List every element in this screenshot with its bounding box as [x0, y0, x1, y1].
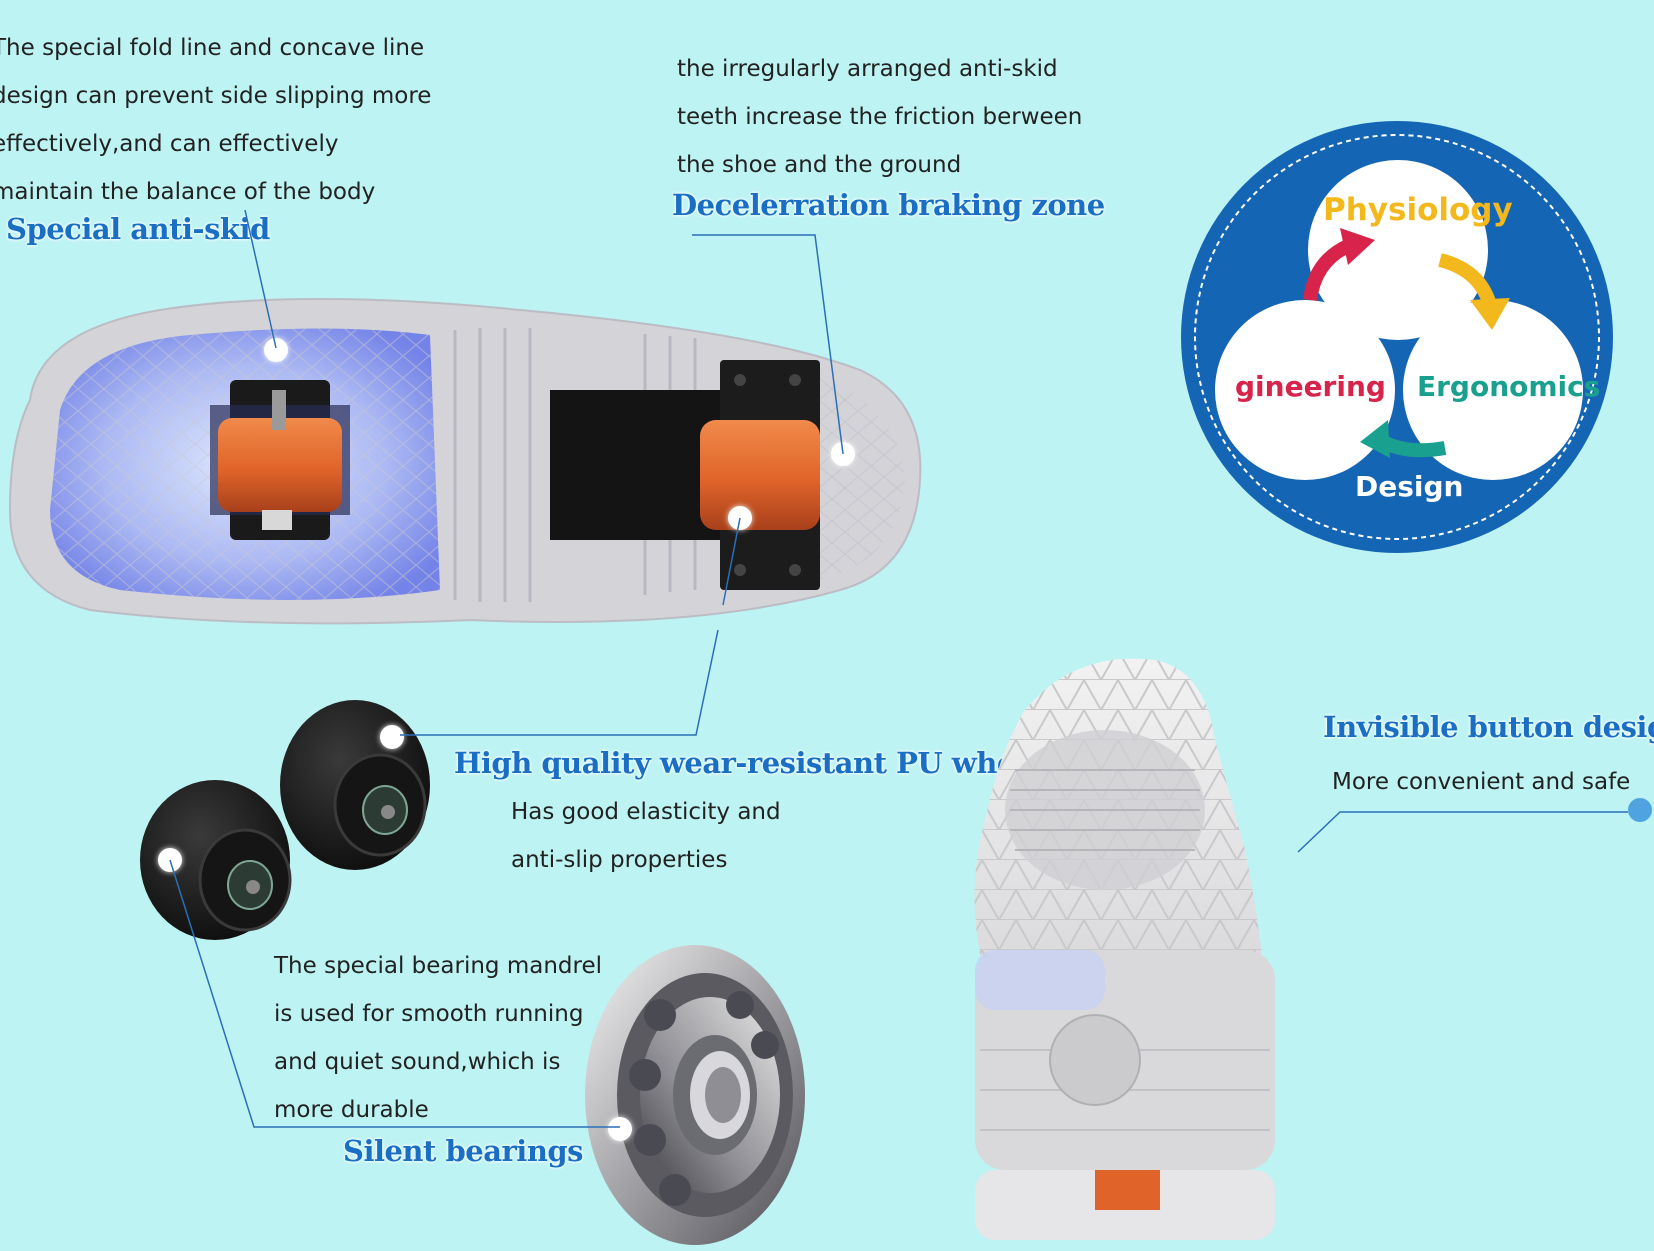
diagram-disc: [1181, 121, 1613, 553]
anti-skid-description: The special fold line and concave line d…: [0, 24, 431, 216]
bearings-line-3: and quiet sound,which is: [274, 1049, 561, 1075]
braking-description: the irregularly arranged anti-skid teeth…: [677, 45, 1082, 189]
pu-wheel-line-1: Has good elasticity and: [511, 799, 781, 825]
bearings-line-2: is used for smooth running: [274, 1001, 584, 1027]
pu-wheels-illustration: [140, 700, 430, 940]
pu-wheel-line-2: anti-slip properties: [511, 847, 728, 873]
diagram-top-label: Physiology: [1323, 192, 1513, 228]
design-diagram: Physiology gineering Ergonomics Design: [1180, 120, 1615, 555]
shoe-sole-illustration: [8, 298, 922, 625]
pu-wheel-marker: [380, 725, 404, 749]
pu-wheel-heading: High quality wear-resistant PU wheel: [454, 746, 1044, 780]
button-description: More convenient and safe: [1332, 769, 1631, 795]
anti-skid-line-4: maintain the balance of the body: [0, 179, 376, 205]
button-heading: Invisible button design: [1323, 710, 1654, 744]
anti-skid-line-3: effectively,and can effectively: [0, 131, 339, 157]
anti-skid-marker: [264, 338, 288, 362]
bearings-heading: Silent bearings: [343, 1134, 584, 1168]
anti-skid-line-1: The special fold line and concave line: [0, 35, 425, 61]
braking-line-2: teeth increase the friction berween: [677, 104, 1083, 130]
braking-line-3: the shoe and the ground: [677, 152, 962, 178]
shoe-side-illustration: [974, 658, 1275, 1240]
bearing-illustration: [585, 945, 805, 1245]
button-marker: [1628, 798, 1652, 822]
anti-skid-line-2: design can prevent side slipping more: [0, 83, 432, 109]
diagram-bottom-label: Design: [1355, 470, 1464, 503]
bearings-description: The special bearing mandrel is used for …: [274, 942, 602, 1134]
braking-line-1: the irregularly arranged anti-skid: [677, 56, 1058, 82]
bearings-line-4: more durable: [274, 1097, 429, 1123]
pu-wheel-description: Has good elasticity and anti-slip proper…: [511, 788, 781, 884]
bearings-line-1: The special bearing mandrel: [274, 953, 602, 979]
anti-skid-heading: Special anti-skid: [6, 212, 270, 246]
diagram-left-label: gineering: [1235, 370, 1386, 403]
diagram-right-label: Ergonomics: [1417, 370, 1601, 403]
braking-heading: Decelerration braking zone: [672, 188, 1105, 222]
bearing-marker: [608, 1117, 632, 1141]
